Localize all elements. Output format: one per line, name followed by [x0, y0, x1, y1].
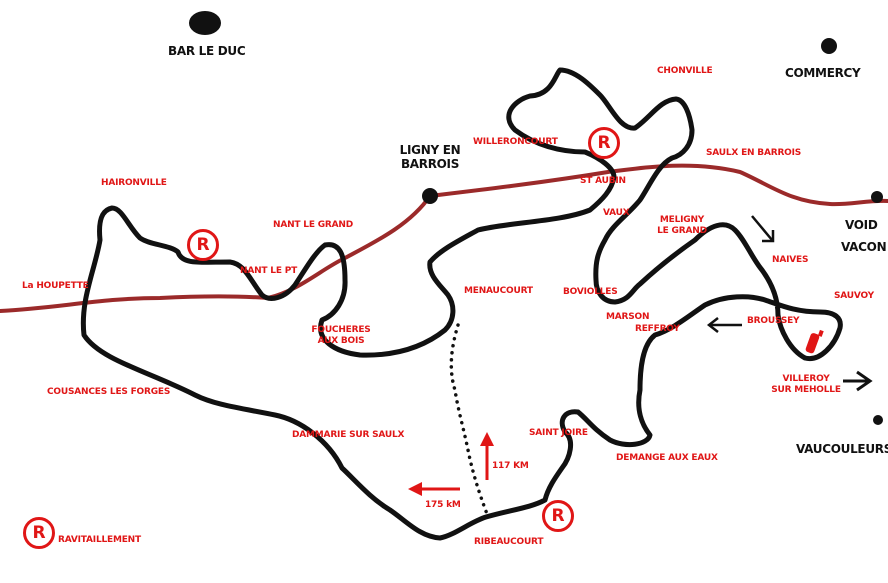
legend-refuel-icon: R [23, 517, 55, 549]
village-label-st-aubin: ST AUBIN [580, 176, 626, 186]
village-label-meligny-line1: MELIGNY [659, 215, 705, 225]
town-dot-vaucouleurs [873, 415, 883, 425]
town-dot-void [871, 191, 883, 203]
arrow-down-right-icon [751, 215, 775, 243]
village-label-meligny: MELIGNY LE GRAND [652, 215, 712, 237]
village-label-dammarie: DAMMARIE SUR SAULX [292, 430, 405, 440]
village-label-villeroy-line1: VILLEROY [782, 374, 830, 384]
arrow-left-icon [408, 482, 460, 496]
route-loop [80, 67, 843, 541]
village-label-naives: NAIVES [772, 255, 809, 265]
town-label-bar-le-duc: BAR LE DUC [168, 44, 246, 58]
village-label-vaux: VAUX [603, 208, 630, 218]
village-label-ribeaucourt: RIBEAUCOURT [474, 537, 544, 547]
village-label-marson: MARSON [606, 312, 650, 322]
village-label-demange: DEMANGE AUX EAUX [616, 453, 718, 463]
town-label-ligny: LIGNY EN BARROIS [398, 143, 462, 172]
village-label-willeroncourt: WILLERONCOURT [473, 137, 558, 147]
village-label-menaucourt: MENAUCOURT [464, 286, 533, 296]
refuel-marker-ribeaucourt: R [542, 500, 574, 532]
village-label-fouchere-line1: FOUCHERES [311, 325, 371, 335]
town-dot-bar-le-duc [189, 11, 221, 35]
town-label-void: VOID [845, 218, 878, 232]
town-label-vacon: VACON [841, 240, 887, 254]
dotted-shortcut [449, 323, 489, 516]
distance-label-117: 117 KM [492, 461, 529, 471]
village-label-haironville: HAIRONVILLE [101, 178, 167, 188]
village-label-reffroy: REFFROY [635, 324, 680, 334]
refuel-marker-nant: R [187, 229, 219, 261]
water-bottle-icon [805, 329, 824, 354]
village-label-la-houpette: La HOUPETTE [22, 281, 89, 291]
village-label-fouchere: FOUCHERES AUX BOIS [306, 325, 376, 347]
town-label-commercy: COMMERCY [785, 66, 861, 80]
village-label-boviolles: BOVIOLLES [563, 287, 618, 297]
village-label-chonville: CHONVILLE [657, 66, 713, 76]
arrow-right-black-icon [843, 370, 873, 392]
town-dot-ligny [422, 188, 438, 204]
town-label-vaucouleurs: VAUCOULEURS [796, 442, 888, 456]
town-label-ligny-line2: BARROIS [400, 157, 460, 172]
village-label-villeroy: VILLEROY SUR MEHOLLE [770, 374, 842, 396]
legend-label: RAVITAILLEMENT [58, 535, 141, 545]
distance-label-175: 175 kM [425, 500, 461, 510]
village-label-meligny-line2: LE GRAND [657, 225, 707, 236]
village-label-nant-le-pt: NANT LE PT [240, 266, 298, 276]
town-dot-commercy [821, 38, 837, 54]
village-label-broussey: BROUSSEY [747, 316, 800, 326]
village-label-cousances: COUSANCES LES FORGES [47, 387, 171, 397]
village-label-saint-joire: SAINT JOIRE [529, 428, 588, 438]
arrow-left-black-icon [706, 317, 742, 333]
village-label-nant-le-grand: NANT LE GRAND [273, 220, 354, 230]
village-label-villeroy-line2: SUR MEHOLLE [771, 384, 841, 395]
village-label-saulx-en-barrois: SAULX EN BARROIS [706, 148, 802, 158]
village-label-sauvoy: SAUVOY [834, 291, 874, 301]
town-label-ligny-line1: LIGNY EN [399, 143, 461, 157]
village-label-fouchere-line2: AUX BOIS [317, 335, 365, 346]
arrow-up-icon [480, 432, 494, 480]
refuel-marker-willeroncourt: R [588, 127, 620, 159]
